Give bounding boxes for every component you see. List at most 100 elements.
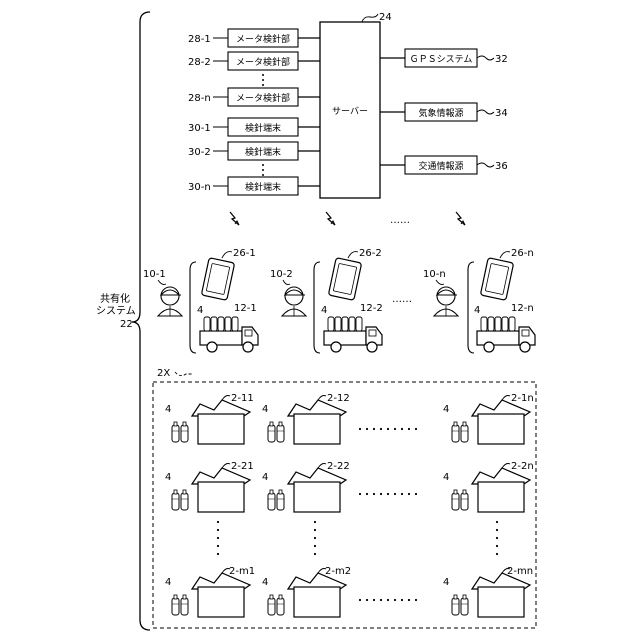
gas-cylinder-icon [452, 490, 459, 510]
customer-2-mn-cyl-ref: 4 [443, 577, 449, 588]
customer-2-1n-ref: 2-1n [511, 393, 534, 404]
worker-2-ref: 10-2 [270, 269, 293, 280]
delivery-truck-icon [200, 317, 258, 352]
customer-2-11-cyl-ref: 4 [165, 404, 171, 415]
customer-2-12-cyl-ref: 4 [262, 404, 268, 415]
gas-cylinder-icon [268, 490, 275, 510]
cylinder-n-ref: 4 [474, 305, 480, 316]
gas-cylinder-icon [181, 422, 188, 442]
device-1-ref: 26-1 [233, 248, 256, 259]
gas-cylinder-icon [268, 422, 275, 442]
vertical-dots-2 [262, 164, 264, 176]
house-icon [192, 573, 250, 617]
vertical-dots-1 [262, 74, 264, 86]
traffic-source: 交通情報源 36 [380, 156, 508, 174]
terminal-n-ref: 30-n [188, 182, 211, 193]
shared-system-label-1: 共有化 [100, 292, 130, 305]
server-leader [362, 14, 378, 22]
truck-1-ref: 12-1 [234, 303, 257, 314]
row-1-dots [359, 428, 417, 430]
customer-2-1n-cyl-ref: 4 [443, 404, 449, 415]
customer-2-m2-cyl-ref: 4 [262, 577, 268, 588]
house-icon [192, 400, 250, 444]
terminal-n-label: 検針端末 [245, 181, 281, 193]
customer-2-22-cyl-ref: 4 [262, 472, 268, 483]
worker-n-ref: 10-n [423, 269, 446, 280]
customer-2-m1-ref: 2-m1 [229, 566, 255, 577]
column-dots [217, 521, 498, 555]
gas-cylinder-icon [277, 422, 284, 442]
row-m-dots [359, 599, 417, 601]
meter-reader-2-label: メータ検針部 [236, 56, 290, 68]
delivery-truck-icon [477, 317, 535, 352]
terminal-2-label: 検針端末 [245, 146, 281, 158]
handheld-terminal-icon [201, 258, 234, 301]
house-icon [472, 400, 530, 444]
traffic-source-ref: 36 [495, 161, 508, 172]
customer-2-22: 4 2-22 [262, 461, 350, 512]
gps-system: ＧＰＳシステム 32 [380, 49, 508, 67]
gas-cylinder-icon [181, 595, 188, 615]
meter-reader-n-ref: 28-n [188, 93, 211, 104]
customer-2-2n: 4 2-2n [443, 461, 534, 512]
horizontal-ellipsis-2: …… [392, 294, 412, 305]
device-n-ref: 26-n [511, 248, 534, 259]
terminal-2-ref: 30-2 [188, 147, 211, 158]
house-icon [192, 468, 250, 512]
customer-2-mn-ref: 2-mn [507, 566, 533, 577]
meter-reader-n: 28-n メータ検針部 [188, 88, 320, 106]
gas-cylinder-icon [277, 595, 284, 615]
customer-2-2n-ref: 2-2n [511, 461, 534, 472]
meter-reader-1: 28-1 メータ検針部 [188, 29, 320, 47]
worker-group-2: 10-2 26-2 4 12-2 [270, 248, 383, 353]
wireless-signal-icon [326, 212, 335, 225]
handheld-terminal-icon [480, 258, 513, 301]
meter-reader-n-label: メータ検針部 [236, 92, 290, 104]
customer-2-12-ref: 2-12 [327, 393, 350, 404]
customer-2-2n-cyl-ref: 4 [443, 472, 449, 483]
meter-reader-2-ref: 28-2 [188, 57, 211, 68]
worker-2-icon [282, 287, 306, 316]
device-2-ref: 26-2 [359, 248, 382, 259]
shared-system-label-2: システム [96, 305, 136, 317]
customer-2-m2: 4 2-m2 [262, 566, 351, 617]
row-2-dots [359, 493, 417, 495]
gas-cylinder-icon [172, 595, 179, 615]
gas-cylinder-icon [452, 595, 459, 615]
gas-cylinder-icon [172, 490, 179, 510]
wireless-signal-icon [230, 212, 239, 225]
cylinder-2-ref: 4 [321, 305, 327, 316]
gas-cylinder-icon [172, 422, 179, 442]
truck-2-ref: 12-2 [360, 303, 383, 314]
worker-2-bracket [314, 262, 320, 353]
weather-source-ref: 34 [495, 108, 508, 119]
shared-system-ref: 22 [120, 319, 133, 330]
meter-reader-2: 28-2 メータ検針部 [188, 52, 320, 70]
house-icon [288, 400, 346, 444]
house-icon [288, 573, 346, 617]
gas-cylinder-icon [461, 422, 468, 442]
house-icon [472, 573, 530, 617]
customer-2-21-cyl-ref: 4 [165, 472, 171, 483]
gas-cylinder-icon [452, 422, 459, 442]
worker-group-n: 10-n 26-n 4 12-n [423, 248, 535, 353]
gas-cylinder-icon [461, 490, 468, 510]
house-icon [472, 468, 530, 512]
gps-system-label: ＧＰＳシステム [410, 54, 473, 65]
customer-2-mn: 4 2-mn [443, 566, 533, 617]
terminal-2: 30-2 検針端末 [188, 142, 320, 160]
cylinder-1-ref: 4 [197, 305, 203, 316]
gas-cylinder-icon [277, 490, 284, 510]
customer-2-21-ref: 2-21 [231, 461, 254, 472]
meter-reader-1-label: メータ検針部 [236, 33, 290, 45]
customer-2-m2-ref: 2-m2 [325, 566, 351, 577]
terminal-n: 30-n 検針端末 [188, 177, 320, 195]
customer-2-1n: 4 2-1n [443, 393, 534, 444]
gas-cylinder-icon [461, 595, 468, 615]
terminal-1-label: 検針端末 [245, 122, 281, 134]
terminal-1-ref: 30-1 [188, 123, 211, 134]
delivery-truck-icon [324, 317, 382, 352]
customer-2-m1-cyl-ref: 4 [165, 577, 171, 588]
